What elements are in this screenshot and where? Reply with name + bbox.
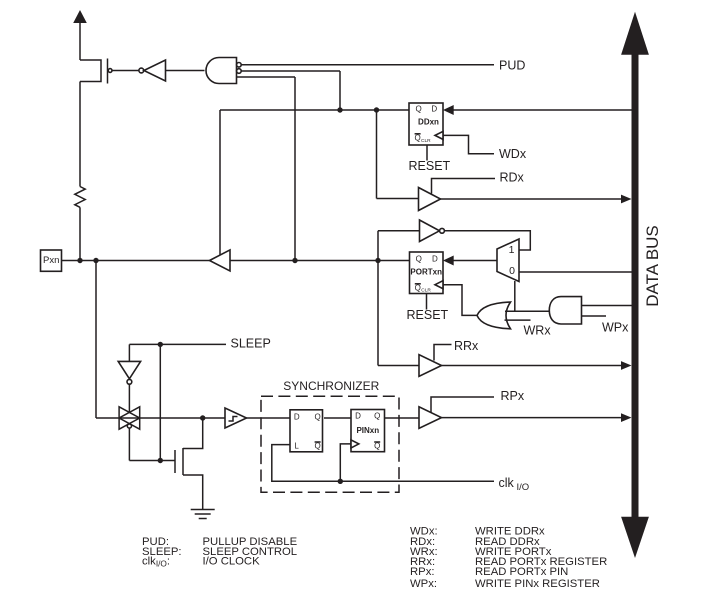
svg-text:L: L [294, 442, 299, 451]
svg-text:PINxn: PINxn [356, 426, 379, 435]
svg-text:0: 0 [509, 265, 515, 277]
svg-text:PULLUP DISABLE: PULLUP DISABLE [203, 536, 298, 548]
svg-text:SLEEP: SLEEP [231, 336, 271, 350]
svg-text:clkI/O:: clkI/O: [142, 556, 170, 569]
svg-text:Q: Q [314, 412, 320, 421]
svg-text:RRx:: RRx: [410, 556, 435, 568]
svg-text:DDxn: DDxn [418, 118, 439, 127]
svg-text:PORTxn: PORTxn [410, 267, 442, 276]
svg-text:WRITE DDRx: WRITE DDRx [475, 526, 545, 538]
svg-text:WDx: WDx [499, 147, 527, 161]
svg-text:WPx: WPx [602, 321, 629, 335]
svg-text:I/O CLOCK: I/O CLOCK [203, 556, 261, 568]
svg-text:WRx:: WRx: [410, 546, 438, 558]
svg-text:READ DDRx: READ DDRx [475, 536, 540, 548]
svg-text:RDx: RDx [500, 171, 525, 185]
svg-text:D: D [431, 104, 437, 113]
svg-text:WRITE PORTx: WRITE PORTx [475, 546, 552, 558]
svg-text:Pxn: Pxn [43, 255, 59, 266]
svg-text:RESET: RESET [407, 308, 449, 322]
svg-text:RPx:: RPx: [410, 566, 434, 578]
svg-text:PUD: PUD [499, 58, 525, 72]
svg-text:Q: Q [416, 254, 422, 263]
svg-text:clk: clk [499, 476, 515, 490]
svg-text:CLR: CLR [421, 138, 431, 144]
svg-text:WRx: WRx [524, 324, 552, 338]
svg-text:D: D [355, 411, 361, 420]
svg-text:RDx:: RDx: [410, 536, 435, 548]
svg-text:READ PORTx REGISTER: READ PORTx REGISTER [475, 556, 607, 568]
svg-text:CLR: CLR [421, 288, 431, 294]
svg-text:DATA BUS: DATA BUS [643, 225, 662, 307]
svg-text:RPx: RPx [501, 389, 525, 403]
svg-text:WRITE PINx REGISTER: WRITE PINx REGISTER [475, 578, 600, 590]
svg-text:Q: Q [415, 104, 421, 113]
svg-text:I/O: I/O [517, 482, 530, 493]
svg-text:Q: Q [374, 411, 380, 420]
svg-text:PUD:: PUD: [142, 536, 169, 548]
svg-text:SLEEP CONTROL: SLEEP CONTROL [203, 546, 298, 558]
svg-text:Q: Q [414, 134, 420, 143]
svg-text:D: D [294, 412, 300, 421]
svg-text:1: 1 [509, 244, 515, 256]
svg-text:D: D [432, 254, 438, 263]
svg-text:READ PORTx PIN: READ PORTx PIN [475, 566, 568, 578]
svg-text:WPx:: WPx: [410, 578, 437, 590]
svg-text:Q: Q [415, 283, 421, 292]
svg-text:SYNCHRONIZER: SYNCHRONIZER [283, 379, 379, 393]
svg-text:WDx:: WDx: [410, 526, 438, 538]
svg-text:SLEEP:: SLEEP: [142, 546, 182, 558]
svg-text:Q: Q [314, 442, 320, 451]
svg-text:Q: Q [374, 442, 380, 451]
svg-text:RRx: RRx [454, 339, 479, 353]
svg-text:RESET: RESET [409, 159, 451, 173]
